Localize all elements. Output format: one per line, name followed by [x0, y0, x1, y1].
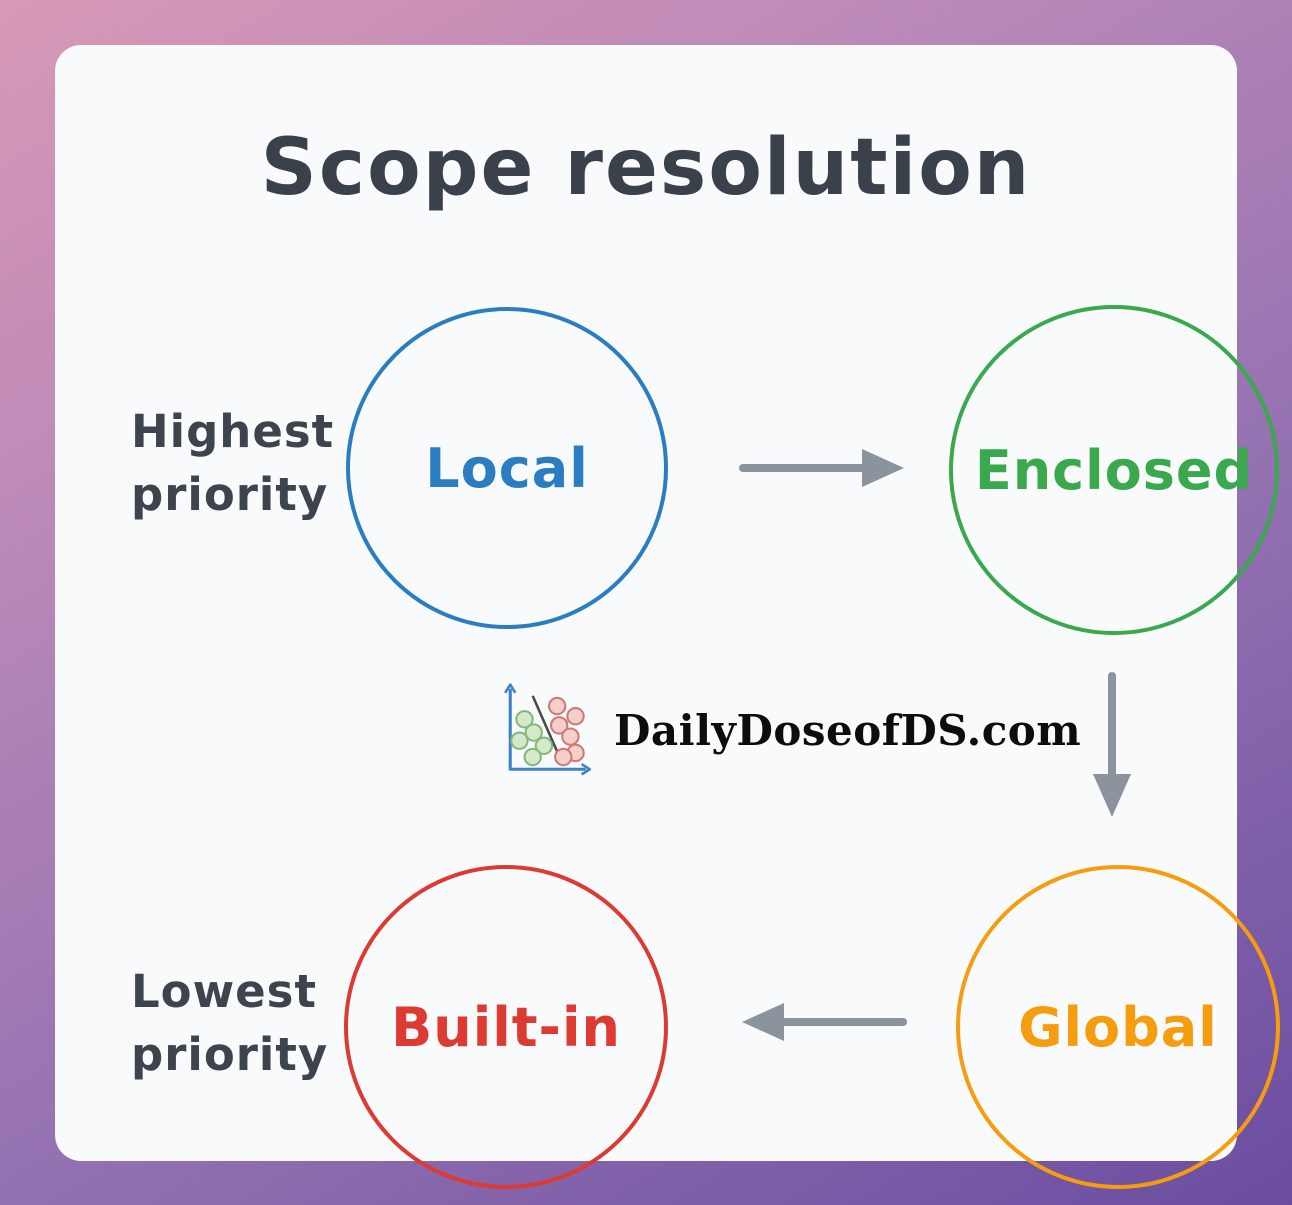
watermark: DailyDoseofDS.com: [498, 679, 1081, 781]
diagram-card: Scope resolution Highest priority Lowest…: [55, 45, 1280, 1189]
highest-priority-label: Highest priority: [131, 400, 334, 526]
lowest-priority-label: Lowest priority: [131, 960, 328, 1086]
node-enclosed-label: Enclosed: [974, 438, 1254, 502]
diagram-title: Scope resolution: [260, 123, 1032, 213]
arrow-global-to-built-in-icon: [742, 1003, 907, 1041]
scatter-plot-logo-icon: [504, 683, 592, 776]
node-local-circle: Local: [346, 307, 668, 629]
arrow-enclosed-to-global-icon: [1093, 672, 1131, 817]
node-built-in-label: Built-in: [391, 995, 621, 1059]
node-global-circle: Global: [956, 865, 1280, 1189]
node-local-label: Local: [425, 436, 589, 500]
node-enclosed-circle: Enclosed: [949, 305, 1279, 635]
lowest-priority-line2: priority: [131, 1028, 329, 1081]
node-global-label: Global: [1018, 995, 1218, 1059]
highest-priority-line2: priority: [131, 468, 329, 521]
node-built-in-circle: Built-in: [344, 865, 668, 1189]
arrow-local-to-enclosed-icon: [739, 449, 904, 487]
watermark-text: DailyDoseofDS.com: [614, 705, 1082, 755]
highest-priority-line1: Highest: [131, 405, 335, 458]
lowest-priority-line1: Lowest: [131, 965, 317, 1018]
